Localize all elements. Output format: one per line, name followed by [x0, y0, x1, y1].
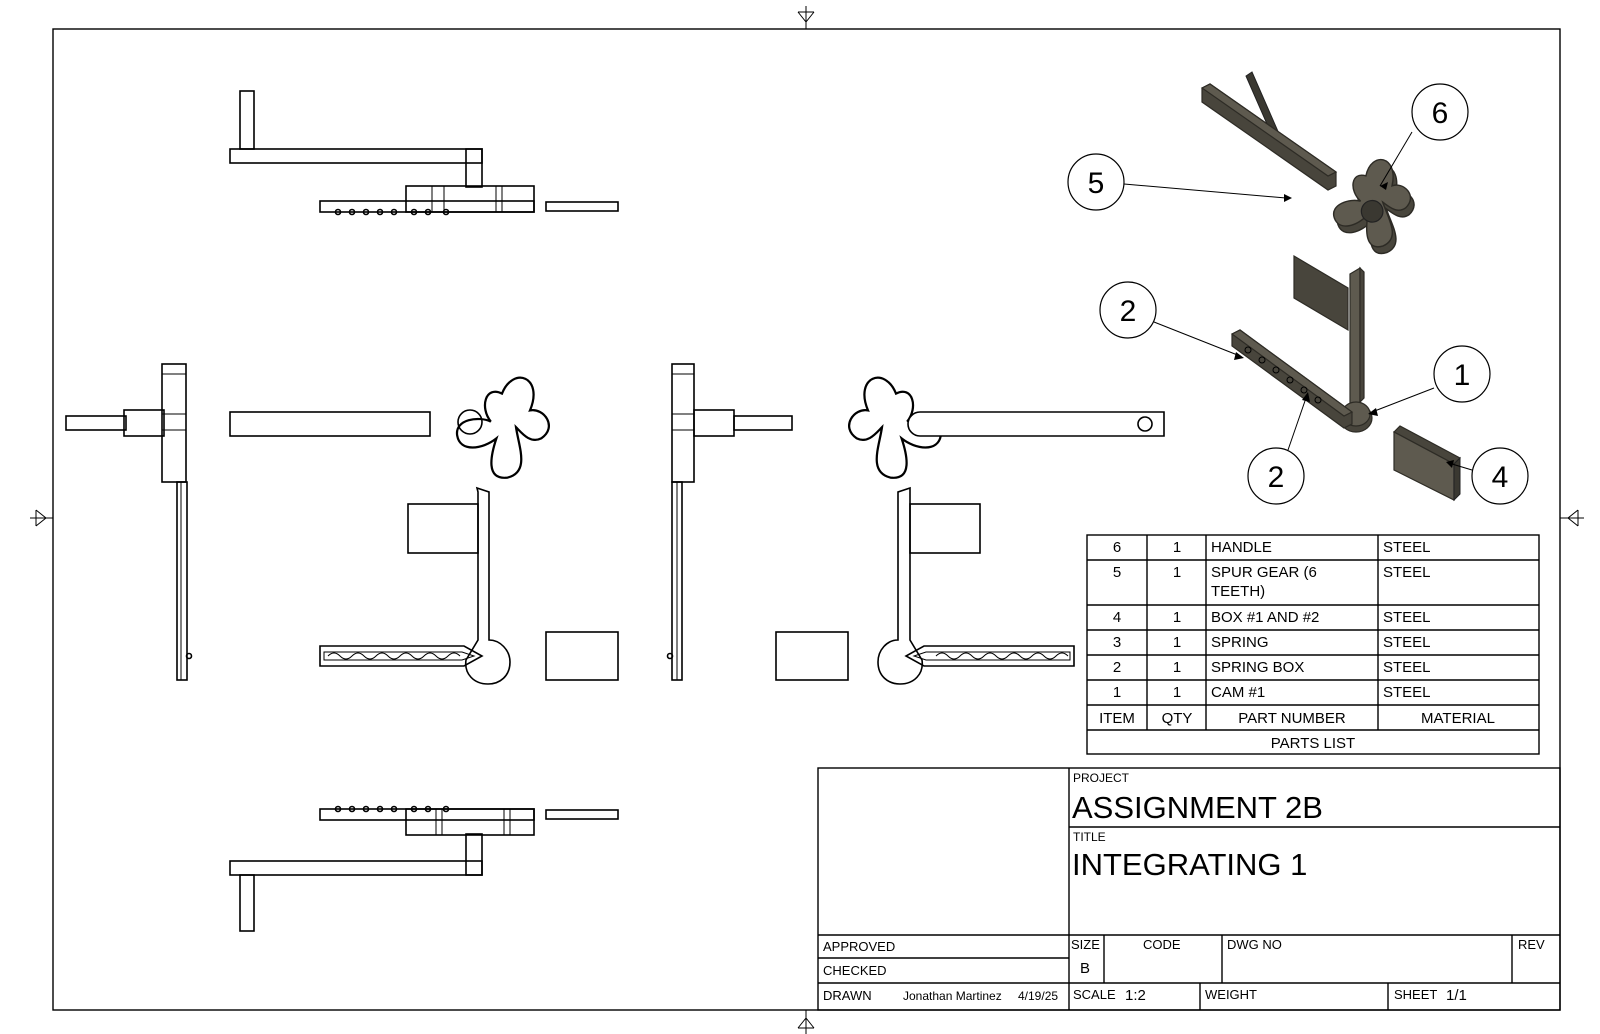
drawn-by: Jonathan Martinez — [903, 989, 1002, 1003]
balloons: 6 5 2 1 2 4 — [1067, 83, 1529, 505]
balloon-1-label: 1 — [1454, 359, 1471, 392]
left-side-view — [65, 363, 193, 681]
rear-view — [775, 376, 1165, 685]
item-cell: 3 — [1113, 634, 1121, 651]
header-item: ITEM — [1099, 710, 1135, 727]
balloon-2-lower-label: 2 — [1268, 461, 1285, 494]
parts-list-title: PARTS LIST — [1271, 735, 1355, 752]
part-number-cell-line2: TEETH) — [1211, 583, 1265, 600]
qty-cell: 1 — [1173, 634, 1181, 651]
balloon-1 — [1433, 345, 1491, 403]
material-cell: STEEL — [1383, 609, 1431, 626]
material-cell: STEEL — [1383, 684, 1431, 701]
title-label: TITLE — [1073, 830, 1106, 844]
item-cell: 2 — [1113, 659, 1121, 676]
right-side-view — [666, 363, 793, 681]
material-cell: STEEL — [1383, 659, 1431, 676]
parts-row-5: 5 1 SPUR GEAR (6 TEETH) STEEL — [1113, 564, 1431, 600]
item-cell: 6 — [1113, 539, 1121, 556]
balloon-6-label: 6 — [1432, 97, 1449, 130]
balloon-4-label: 4 — [1492, 461, 1509, 494]
parts-row-1: 1 1 CAM #1 STEEL — [1113, 684, 1431, 701]
balloon-2-upper — [1099, 281, 1157, 339]
checked-label: CHECKED — [823, 963, 887, 978]
balloon-5-label: 5 — [1088, 167, 1105, 200]
balloon-2-lower — [1247, 447, 1305, 505]
balloon-2-upper-label: 2 — [1120, 295, 1137, 328]
code-label: CODE — [1143, 937, 1181, 952]
material-cell: STEEL — [1383, 634, 1431, 651]
balloon-5 — [1067, 153, 1125, 211]
rev-label: REV — [1518, 937, 1545, 952]
title-value: INTEGRATING 1 — [1072, 847, 1307, 882]
approved-label: APPROVED — [823, 939, 895, 954]
sheet-label: SHEET — [1394, 987, 1437, 1002]
sheet-value: 1/1 — [1446, 987, 1467, 1004]
qty-cell: 1 — [1173, 564, 1181, 581]
bottom-view — [229, 805, 619, 932]
qty-cell: 1 — [1173, 659, 1181, 676]
qty-cell: 1 — [1173, 539, 1181, 556]
dwg-no-label: DWG NO — [1227, 937, 1282, 952]
parts-list: 6 1 HANDLE STEEL 5 1 SPUR GEAR (6 TEETH)… — [1086, 534, 1540, 755]
project-label: PROJECT — [1073, 771, 1130, 785]
material-cell: STEEL — [1383, 564, 1431, 581]
scale-label: SCALE — [1073, 987, 1116, 1002]
qty-cell: 1 — [1173, 609, 1181, 626]
weight-label: WEIGHT — [1205, 987, 1257, 1002]
isometric-view — [1200, 71, 1461, 502]
parts-list-header: ITEM QTY PART NUMBER MATERIAL — [1099, 710, 1495, 727]
scale-value: 1:2 — [1125, 987, 1146, 1004]
size-value: B — [1080, 960, 1090, 977]
part-number-cell: SPRING — [1211, 634, 1269, 651]
drawn-label: DRAWN — [823, 988, 872, 1003]
part-number-cell: BOX #1 AND #2 — [1211, 609, 1319, 626]
part-number-cell: HANDLE — [1211, 539, 1272, 556]
parts-row-2: 2 1 SPRING BOX STEEL — [1113, 659, 1431, 676]
parts-row-3: 3 1 SPRING STEEL — [1113, 634, 1431, 651]
item-cell: 4 — [1113, 609, 1121, 626]
front-view — [229, 376, 619, 685]
balloon-6 — [1411, 83, 1469, 141]
drawn-date: 4/19/25 — [1018, 989, 1058, 1003]
material-cell: STEEL — [1383, 539, 1431, 556]
part-number-cell: SPRING BOX — [1211, 659, 1304, 676]
item-cell: 1 — [1113, 684, 1121, 701]
balloon-4 — [1471, 447, 1529, 505]
title-block: PROJECT ASSIGNMENT 2B TITLE INTEGRATING … — [817, 767, 1561, 1011]
size-label: SIZE — [1071, 937, 1100, 952]
header-qty: QTY — [1162, 710, 1193, 727]
parts-row-4: 4 1 BOX #1 AND #2 STEEL — [1113, 609, 1431, 626]
parts-row-6: 6 1 HANDLE STEEL — [1113, 539, 1431, 556]
qty-cell: 1 — [1173, 684, 1181, 701]
project-value: ASSIGNMENT 2B — [1072, 790, 1323, 825]
header-part-number: PART NUMBER — [1238, 710, 1346, 727]
top-view — [229, 90, 619, 216]
sheet-border — [30, 6, 1584, 1034]
part-number-cell: SPUR GEAR (6 — [1211, 564, 1317, 581]
part-number-cell: CAM #1 — [1211, 684, 1265, 701]
item-cell: 5 — [1113, 564, 1121, 581]
header-material: MATERIAL — [1421, 710, 1495, 727]
